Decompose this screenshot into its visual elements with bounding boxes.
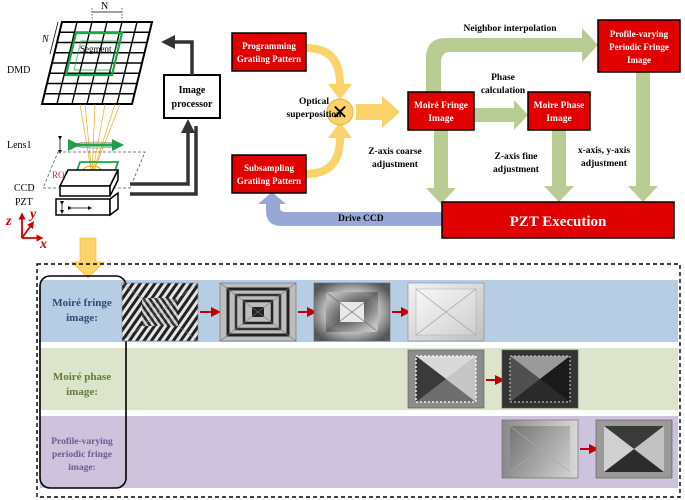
programming-box	[231, 32, 307, 72]
row-profile-label-2: periodic fringe	[52, 450, 112, 460]
z-fine-label-2: adjustment	[493, 165, 540, 175]
light-beams	[79, 103, 121, 177]
z-fine-label-1: Z-axis fine	[494, 152, 537, 162]
row-profile-band	[40, 416, 678, 488]
profile-image-2	[595, 419, 673, 479]
pzt-execution-label: PZT Execution	[510, 214, 607, 230]
fringe-down-arrow	[426, 130, 456, 204]
drive-ccd-label: Drive CCD	[338, 214, 384, 224]
dmd-label: DMD	[7, 65, 30, 76]
pzt-box	[55, 198, 111, 216]
svg-text:processor: processor	[172, 99, 213, 110]
axis-y: y	[28, 207, 37, 222]
ccd-box-front	[59, 185, 111, 197]
neighbor-interpolation-arrow	[426, 28, 598, 95]
row-fringe-label-1: Moiré fringe	[52, 297, 112, 309]
z-coarse-label-1: Z-axis coarse	[368, 147, 422, 157]
neighbor-interpolation-label: Neighbor interpolation	[464, 24, 558, 34]
moire-phase-label-1: Moire Phase	[534, 101, 585, 111]
row-fringe-label-2: image:	[66, 312, 98, 324]
programming-label-1: Programming	[242, 41, 296, 51]
profile-varying-label-3: Image	[627, 55, 651, 65]
phase-calculation-label-1: Phase	[491, 73, 515, 83]
row-phase-band	[40, 348, 678, 410]
programming-label-2: Gratiing Pattern	[237, 54, 301, 64]
phase-down-arrow	[544, 130, 574, 202]
xy-adjust-label-1: x-axis, y-axis	[578, 146, 631, 156]
profile-varying-label-2: Periodic Fringe	[609, 42, 669, 52]
ccd-to-processor-arrow	[130, 119, 195, 186]
fringe-image-2	[219, 282, 297, 342]
axes-icon	[18, 212, 44, 242]
n-dimension-side	[49, 21, 59, 55]
moire-fringe-box	[407, 91, 475, 131]
optical-superposition-label-2: superposition	[287, 110, 343, 120]
pzt-execution-box	[441, 201, 675, 239]
optical-superposition-label-1: Optical	[299, 97, 329, 107]
ccd-box-top	[58, 169, 120, 187]
dmd-grid	[40, 21, 154, 105]
row-phase-label-1: Moiré phase	[53, 371, 111, 383]
profile-image-1	[501, 419, 579, 479]
n-top-label: N	[101, 1, 108, 12]
moire-phase-box	[527, 91, 591, 131]
axis-x: x	[39, 237, 47, 252]
subsampling-to-multiply-arrow	[306, 122, 352, 178]
phase-image-2	[501, 349, 579, 409]
programming-to-multiply-arrow	[306, 44, 352, 100]
svg-text:Image: Image	[179, 85, 206, 96]
row-profile-label-1: Profile-varying	[51, 437, 113, 447]
ccd-dashed-plane	[42, 151, 146, 189]
subsampling-label-2: Gratiing Pattern	[237, 176, 301, 186]
row-profile-label-3: image:	[68, 463, 95, 473]
subsampling-label-1: Subsampling	[244, 163, 295, 173]
lens-icon	[73, 141, 119, 149]
image-processor-label-1: Image	[179, 85, 206, 96]
ccd-label: CCD	[14, 183, 35, 194]
profile-varying-label-1: Profile-varying	[610, 29, 669, 39]
roi-label: ROI	[52, 170, 68, 180]
n-side-label: N	[41, 34, 50, 45]
segment-outline	[64, 31, 124, 77]
ccd-to-panel-arrow	[71, 237, 105, 279]
segment-label: Segment	[80, 44, 112, 54]
profile-down-arrow	[628, 72, 658, 202]
fringe-image-3	[313, 282, 391, 342]
row-labels-frame	[39, 275, 127, 489]
row-phase-label-2: image:	[66, 386, 98, 398]
segment-outline-inner	[73, 40, 119, 71]
fringe-image-1	[121, 282, 199, 342]
multiply-symbol: ✕	[332, 100, 349, 124]
pzt-label: PZT	[15, 197, 33, 208]
fringe-to-phase-arrow	[474, 100, 528, 130]
image-processor-label-2: processor	[172, 99, 213, 110]
moire-fringe-label-2: Image	[428, 114, 453, 124]
phase-image-1	[407, 349, 485, 409]
image-processor-box	[163, 74, 221, 119]
multiply-icon	[326, 98, 354, 126]
subsampling-box	[231, 154, 307, 194]
profile-varying-box	[597, 19, 681, 73]
phase-calculation-label-2: calculation	[481, 86, 526, 96]
processor-to-dmd-arrow	[161, 35, 194, 75]
z-coarse-label-2: adjustment	[372, 160, 419, 170]
multiply-to-fringe-arrow	[356, 96, 400, 128]
bottom-panel-border	[36, 263, 681, 498]
moire-fringe-label-1: Moiré Fringe	[414, 101, 468, 111]
fringe-image-4	[407, 282, 485, 342]
axis-z: z	[5, 214, 12, 229]
xy-adjust-label-2: adjustment	[581, 159, 628, 169]
drive-ccd-arrow	[258, 192, 442, 226]
lens-label: Lens1	[7, 140, 31, 151]
moire-phase-label-2: Image	[546, 114, 571, 124]
